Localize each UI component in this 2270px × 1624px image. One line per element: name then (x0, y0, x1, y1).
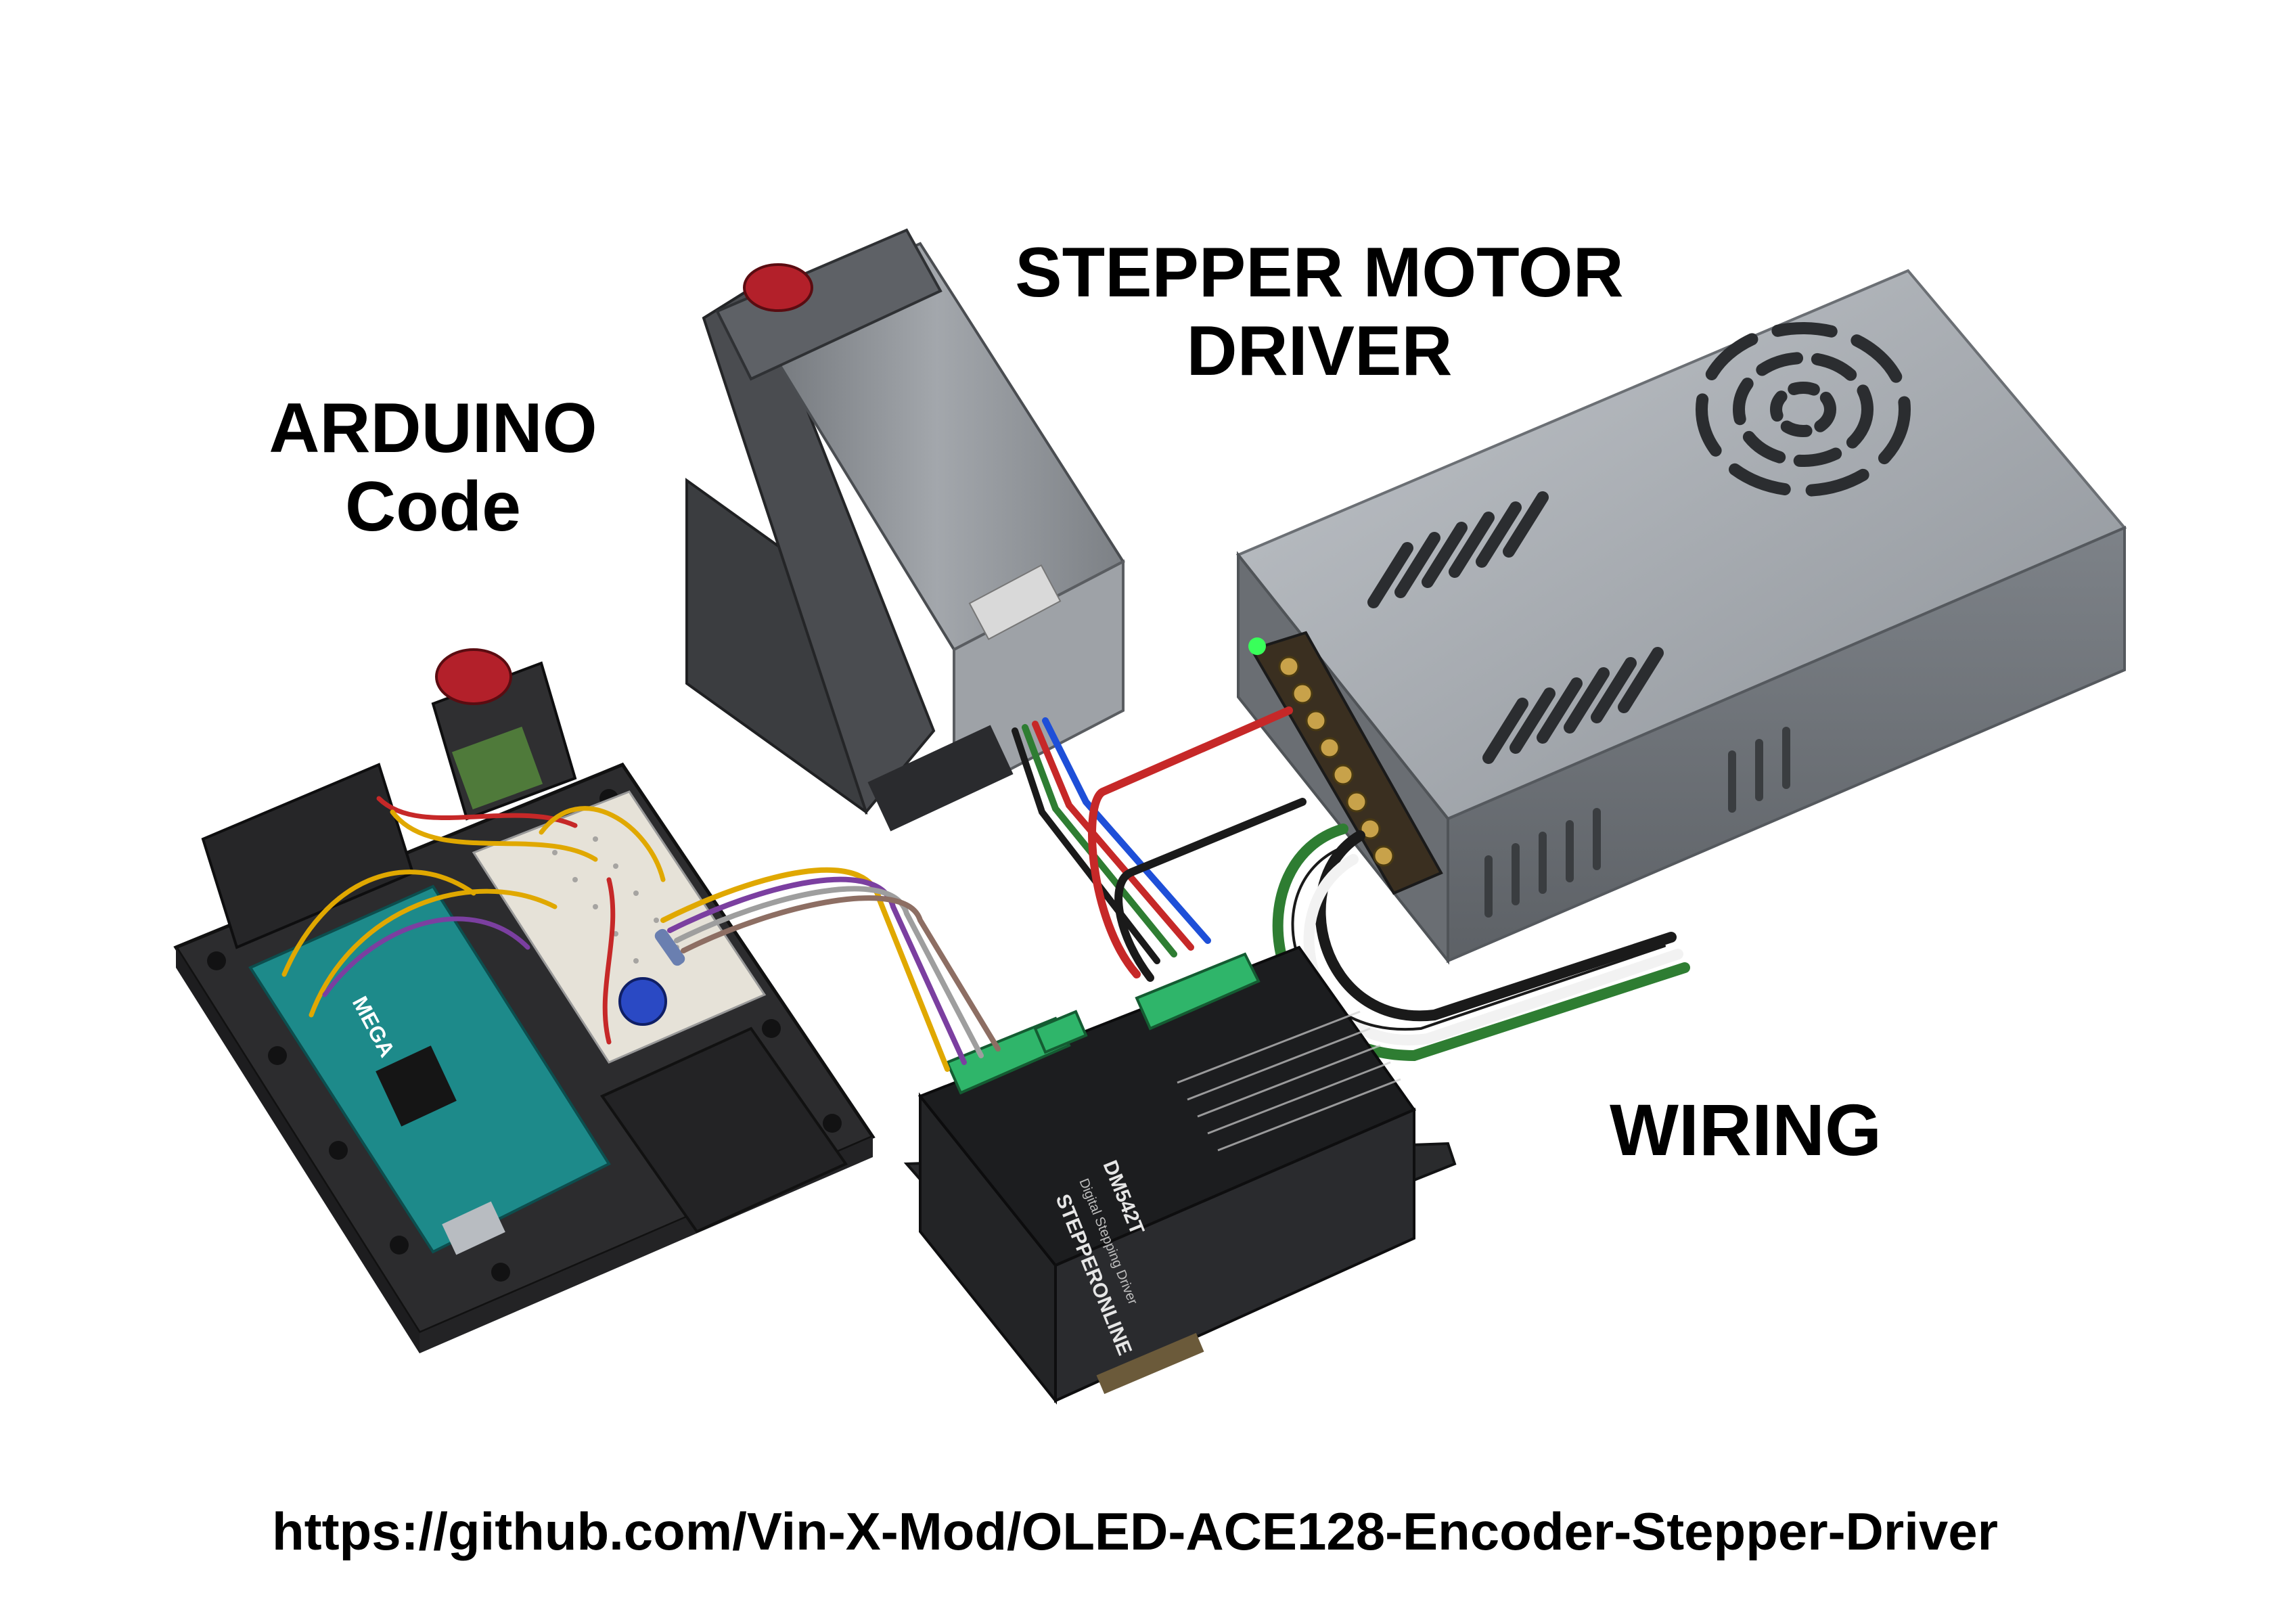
usb-port (442, 1201, 505, 1255)
signal-wires (660, 867, 1001, 1072)
driver-label-line-2: DRIVER (1186, 312, 1453, 391)
github-url[interactable]: https://github.com/Vin-X-Mod/OLED-ACE128… (271, 1502, 1999, 1561)
motor-mount-slot (867, 725, 1014, 832)
motor-front-flange (715, 228, 943, 381)
motor-mount-bracket (702, 282, 936, 815)
motor-shaft-knob (743, 263, 813, 312)
driver-label-line-1: STEPPER MOTOR (1015, 233, 1624, 312)
resistor (654, 928, 685, 966)
psu-vent-slots (1367, 491, 1664, 764)
motor-label-sticker (968, 564, 1062, 641)
driver-signal-terminal (945, 1010, 1088, 1095)
stepper-motor-driver-label: STEPPER MOTOR DRIVER (981, 233, 1658, 391)
driver-motor-terminal (1135, 952, 1261, 1031)
psu-side-vents (1484, 727, 1790, 918)
mcu-chip (376, 1045, 457, 1127)
arduino-jumper-wires (281, 796, 666, 1045)
encoder-pcb (451, 726, 543, 810)
encoder-knob (435, 648, 512, 705)
dc-power-wires (1088, 706, 1307, 982)
psu-status-led (1248, 637, 1266, 655)
stepper-driver-board: STEPPERONLINE DM542T Digital Stepping Dr… (903, 945, 1457, 1405)
breadboard (472, 790, 767, 1064)
enclosure-compartment (599, 1027, 848, 1234)
push-button-icon (618, 977, 667, 1026)
driver-nameplate (1096, 1332, 1204, 1395)
driver-front-face (1054, 1107, 1415, 1403)
arduino-enclosure: MEGA (173, 648, 876, 1353)
enclosure-front-wall (176, 947, 419, 1353)
stepper-motor (685, 228, 1125, 832)
wiring-label: WIRING (1610, 1089, 1882, 1171)
arduino-code-label: ARDUINO Code (223, 389, 643, 547)
fan-grille-icon (1696, 322, 1911, 497)
psu-terminal-block (1250, 631, 1443, 895)
arduino-label-line-2: Code (345, 468, 521, 547)
arduino-label-line-1: ARDUINO (269, 389, 597, 468)
driver-spec-table (1177, 1010, 1401, 1152)
power-supply (1235, 269, 2127, 965)
